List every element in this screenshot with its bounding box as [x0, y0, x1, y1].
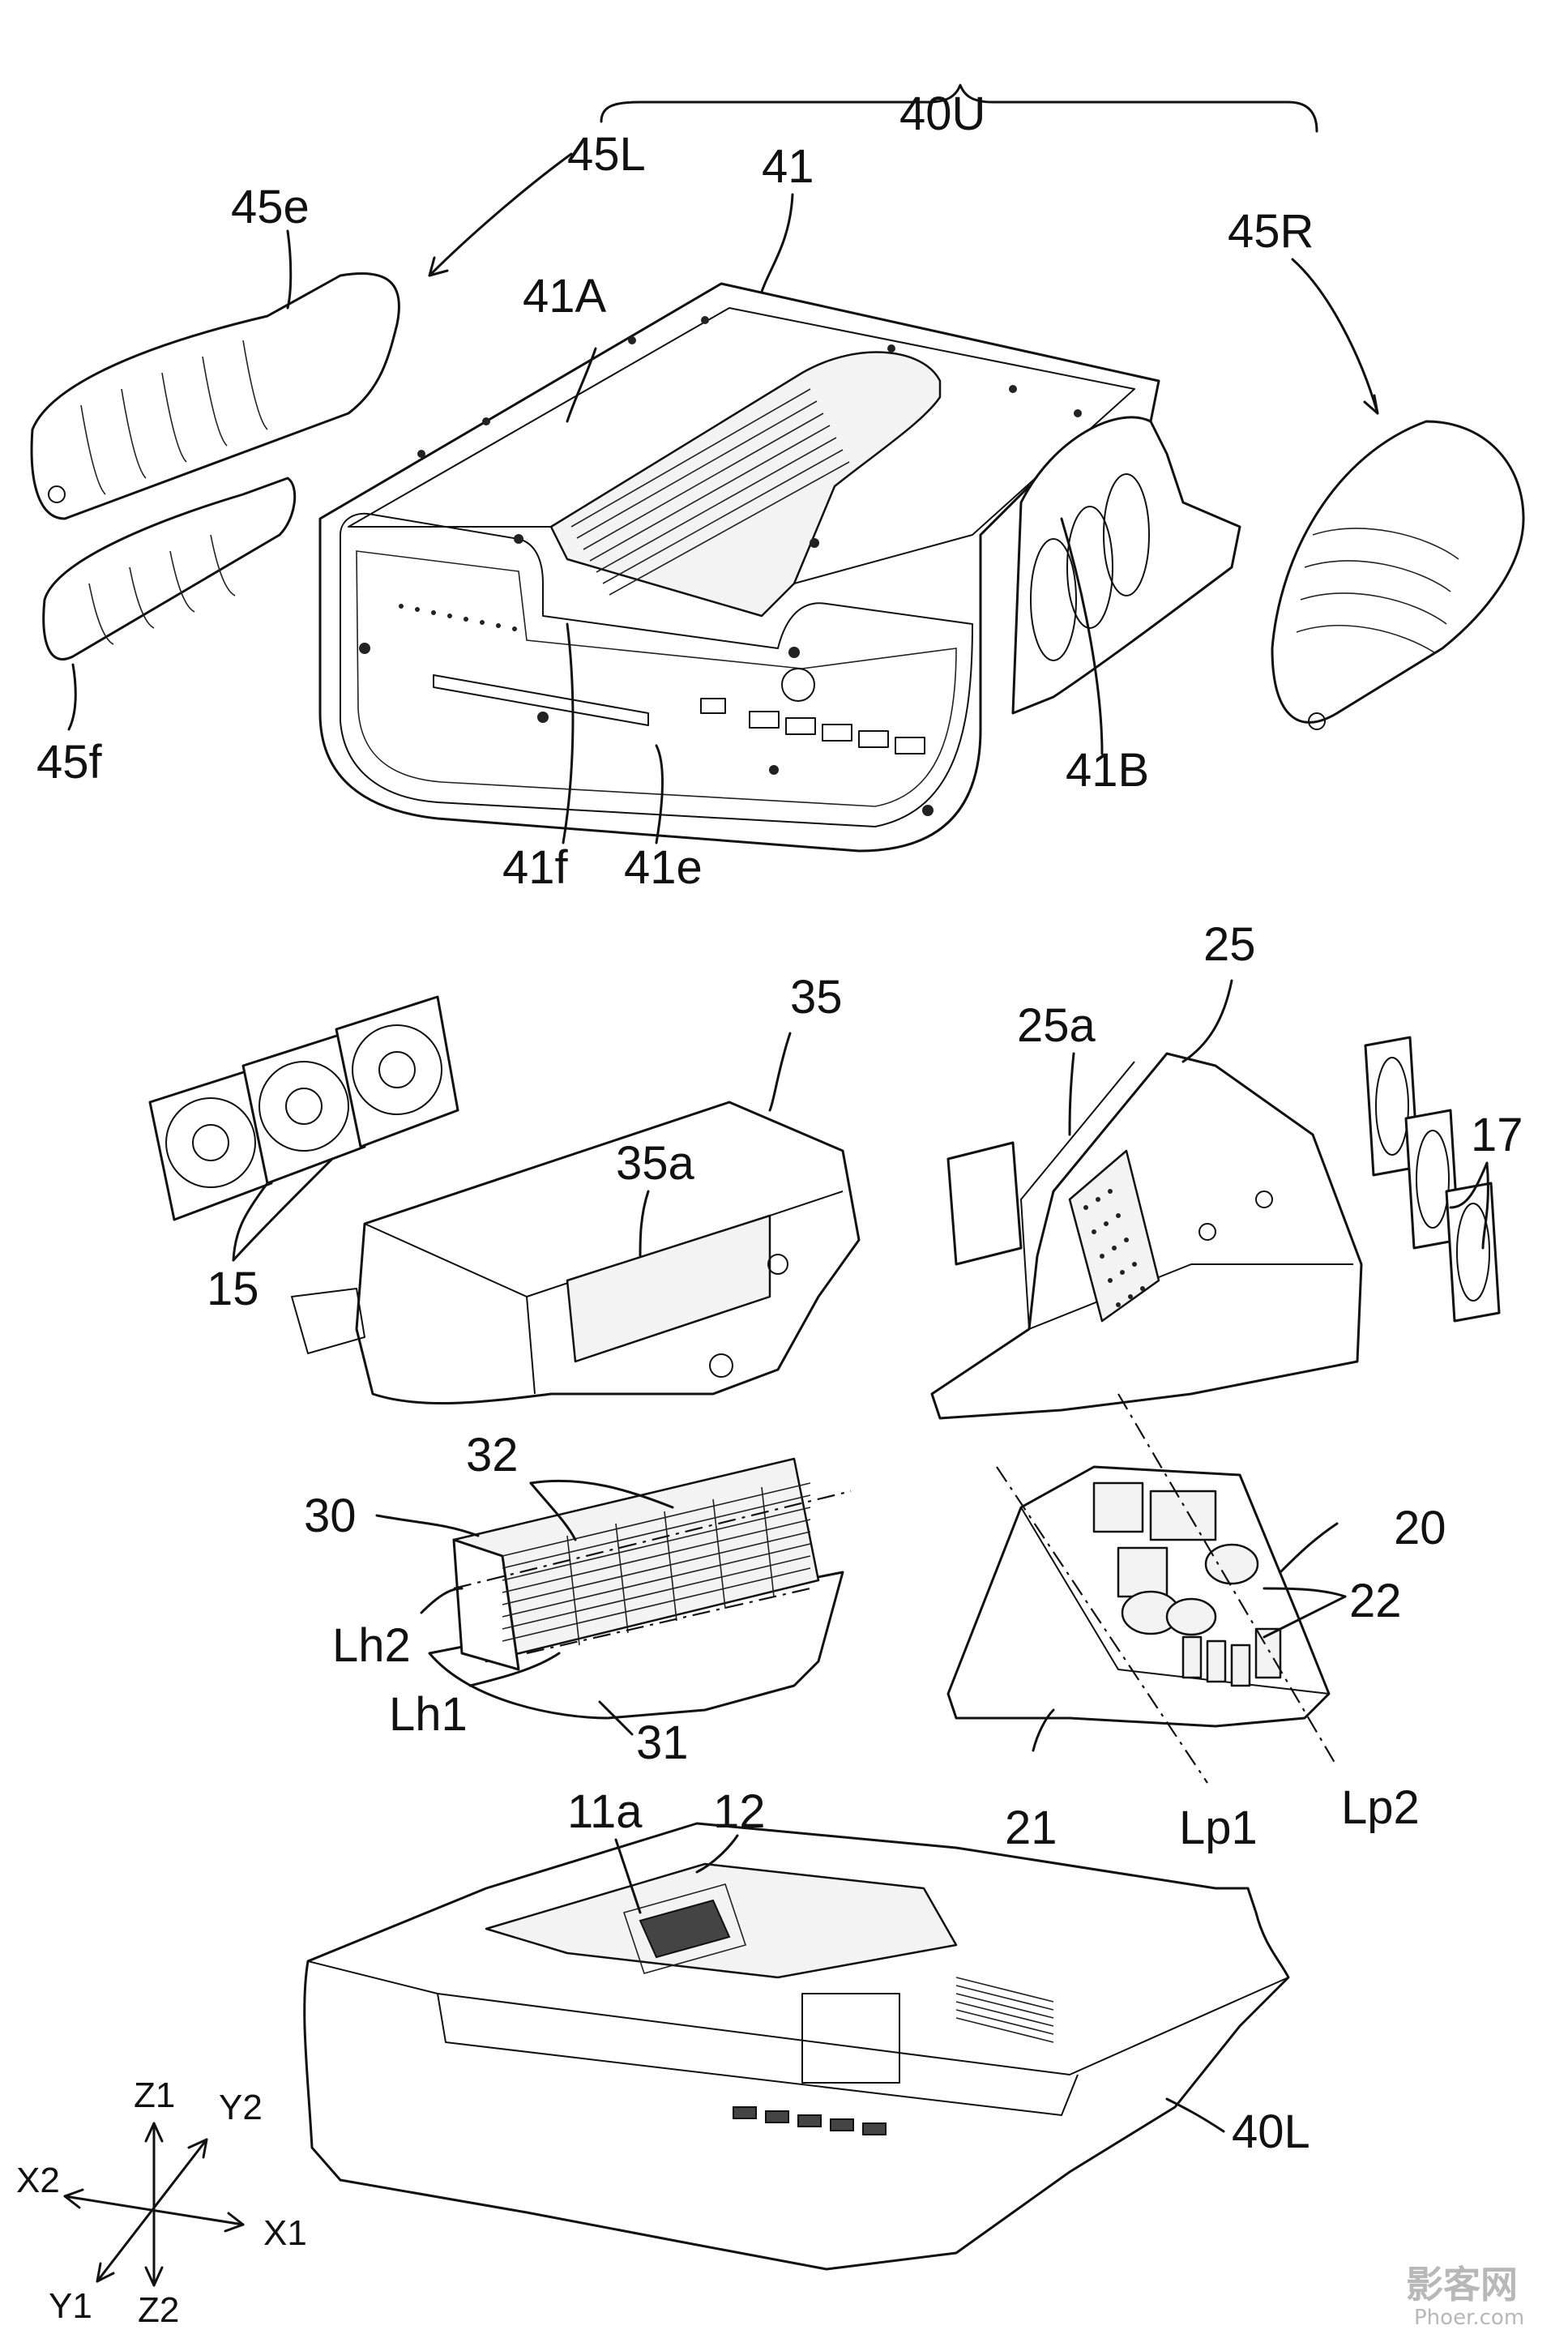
label-45f: 45f [36, 736, 103, 789]
fan [1404, 1109, 1460, 1250]
right-cover-ribs [1296, 528, 1459, 653]
perforation [1083, 1189, 1145, 1307]
label-Lp2: Lp2 [1341, 1781, 1420, 1834]
power-board-20 [946, 1393, 1338, 1784]
watermark-sub: Phoer.com [1414, 2306, 1524, 2330]
label-25: 25 [1203, 918, 1256, 971]
vent-holes-25a [1068, 1149, 1160, 1323]
right-side-cover-45R [1271, 420, 1525, 730]
part-labels: 40U 45L 41 45e 45R 41A 45f 41B 41f 41e 3… [36, 88, 1523, 2158]
shield-plate-25 [930, 1052, 1363, 1420]
air-duct-35 [291, 1101, 861, 1405]
label-32: 32 [466, 1429, 519, 1481]
label-11a: 11a [567, 1785, 643, 1838]
watermark-main: 影客网 [1406, 2263, 1518, 2306]
heatsink-fins-lower [955, 1977, 1054, 2043]
vent-slots [570, 388, 850, 596]
label-15: 15 [207, 1263, 259, 1315]
duct-opening-35a [566, 1214, 771, 1363]
label-45R: 45R [1228, 205, 1314, 258]
axis-Lp1 [996, 1466, 1208, 1784]
label-12: 12 [713, 1785, 766, 1838]
label-17: 17 [1471, 1109, 1523, 1161]
axis-label-X2: X2 [16, 2161, 60, 2200]
lower-ports [733, 2106, 887, 2135]
left-cover-ribs-upper [80, 340, 268, 495]
components [1092, 1481, 1282, 1687]
label-41: 41 [762, 140, 814, 193]
left-cover-45f [42, 477, 297, 660]
axis-Lh1 [526, 1587, 811, 1655]
heatsink-base-31 [428, 1571, 844, 1720]
axis-label-Y1: Y1 [49, 2286, 92, 2326]
label-25a: 25a [1017, 999, 1096, 1052]
fan [335, 995, 459, 1148]
left-cover-45e [30, 272, 400, 520]
leader-lines [67, 152, 1489, 2133]
processor-11a [639, 1899, 731, 1959]
led-indicators [399, 604, 517, 631]
heatsink-30 [428, 1457, 852, 1720]
label-Lh1: Lh1 [389, 1688, 468, 1741]
label-41e: 41e [624, 841, 703, 894]
label-40U: 40U [899, 88, 985, 140]
heatsink-fins-32 [502, 1482, 811, 1646]
left-cover-ribs-lower [88, 534, 236, 645]
label-22: 22 [1349, 1575, 1402, 1627]
power-button [781, 668, 815, 702]
label-40L: 40L [1232, 2105, 1310, 2158]
fan [241, 1032, 366, 1185]
axis-label-Z2: Z2 [138, 2290, 179, 2330]
lower-housing-40L [303, 1822, 1290, 2271]
label-41A: 41A [523, 270, 607, 323]
axis-label-Z1: Z1 [134, 2075, 175, 2115]
axis-label-Y2: Y2 [219, 2088, 263, 2127]
label-41B: 41B [1066, 744, 1149, 797]
side-vent-41B [1011, 416, 1241, 715]
side-vent-ribs [1030, 473, 1150, 661]
label-45e: 45e [231, 181, 310, 233]
fan-array-15 [148, 995, 459, 1221]
label-20: 20 [1394, 1502, 1446, 1554]
port-row [700, 698, 925, 754]
fan [148, 1068, 273, 1221]
fan [1445, 1182, 1501, 1323]
label-45L: 45L [567, 128, 646, 181]
label-30: 30 [304, 1490, 357, 1542]
cover-screws [359, 316, 1082, 816]
label-35: 35 [790, 971, 843, 1024]
watermark: 影客网 Phoer.com [1406, 2263, 1524, 2330]
label-41f: 41f [502, 841, 569, 894]
axis-Lh2 [453, 1490, 852, 1590]
left-side-cover-45L [30, 272, 400, 660]
label-35a: 35a [616, 1137, 695, 1190]
label-Lh2: Lh2 [332, 1619, 411, 1672]
label-21: 21 [1005, 1802, 1057, 1854]
label-Lp1: Lp1 [1179, 1802, 1258, 1854]
coordinate-axes: Z1 Y2 X2 X1 Y1 Z2 [16, 2075, 307, 2330]
label-31: 31 [636, 1716, 689, 1769]
axis-label-X1: X1 [263, 2213, 307, 2253]
axis-Lp2 [1117, 1393, 1338, 1768]
upper-cover-assembly [318, 83, 1318, 853]
